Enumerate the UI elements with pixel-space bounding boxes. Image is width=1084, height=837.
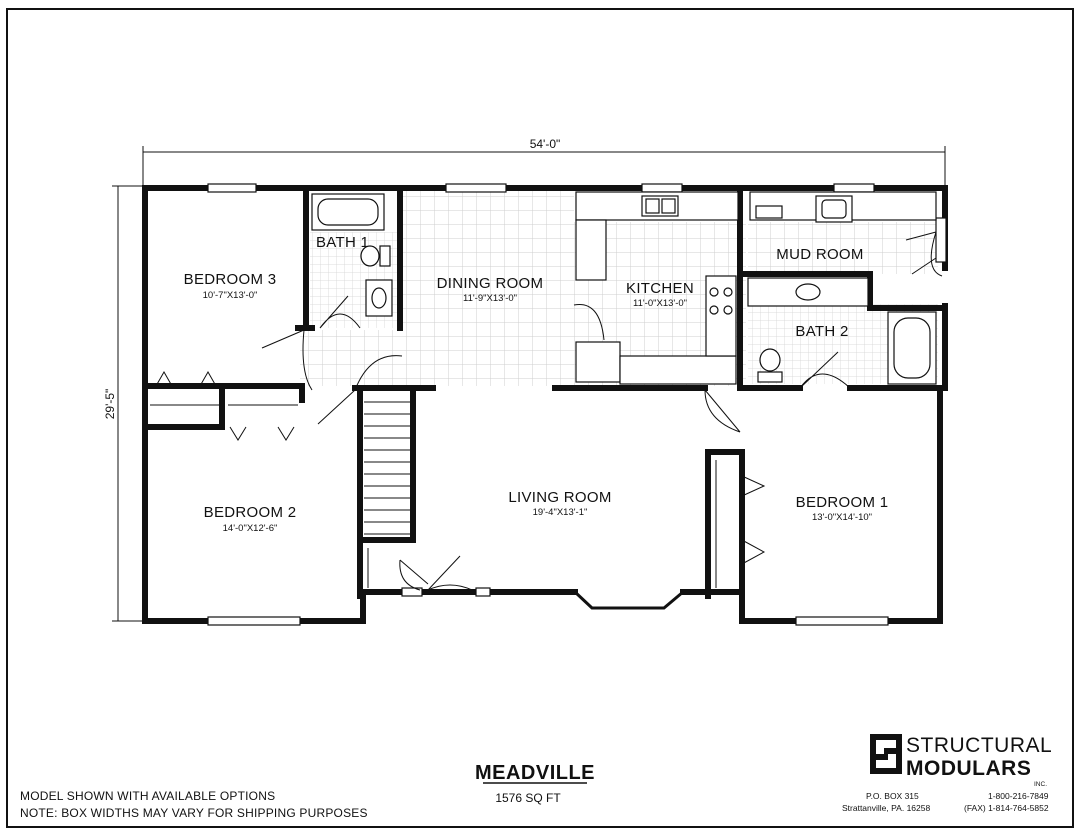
overall-depth-label: 29'-5" <box>103 389 117 420</box>
kitchen-fixtures <box>575 191 739 385</box>
mud-fixtures <box>749 191 937 223</box>
company-address-line2: Strattanville, PA. 16258 <box>842 803 930 813</box>
company-phone: 1-800-216-7849 <box>988 791 1049 801</box>
door-swings <box>261 231 943 591</box>
bath1-fixtures <box>311 193 393 317</box>
company-fax: (FAX) 1-814-764-5852 <box>964 803 1049 813</box>
company-name-line1: STRUCTURAL <box>906 734 1052 757</box>
windows <box>207 183 947 626</box>
company-name-line2: MODULARS <box>906 757 1031 780</box>
overall-width-label: 54'-0" <box>530 137 561 151</box>
bedroom3-label: BEDROOM 3 <box>184 271 277 288</box>
bedroom2-dims: 14'-0"X12'-6" <box>223 523 278 534</box>
bedroom3-dims: 10'-7"X13'-0" <box>203 290 258 301</box>
bath2-label: BATH 2 <box>795 323 848 340</box>
bath1-label: BATH 1 <box>316 234 369 251</box>
mud-room-label: MUD ROOM <box>776 246 863 263</box>
note-box-widths: NOTE: BOX WIDTHS MAY VARY FOR SHIPPING P… <box>20 806 368 820</box>
stairs <box>364 401 410 535</box>
note-options: MODEL SHOWN WITH AVAILABLE OPTIONS <box>20 789 275 803</box>
bedroom2-label: BEDROOM 2 <box>204 504 297 521</box>
bath2-fixtures <box>747 277 937 385</box>
dining-dims: 11'-9"X13'-0" <box>463 293 517 304</box>
company-address-line1: P.O. BOX 315 <box>866 791 919 801</box>
living-room-label: LIVING ROOM <box>508 489 611 506</box>
company-logo-mark <box>870 734 902 774</box>
depth-dimension <box>112 185 144 622</box>
square-footage: 1576 SQ FT <box>495 791 561 805</box>
dining-label: DINING ROOM <box>437 275 544 292</box>
width-dimension <box>142 146 946 186</box>
sheet-border <box>6 8 1074 828</box>
bedroom1-label: BEDROOM 1 <box>796 494 889 511</box>
closet-doors <box>150 370 766 588</box>
company-suffix: INC. <box>1034 781 1047 788</box>
kitchen-label: KITCHEN <box>626 280 694 297</box>
living-room-dims: 19'-4"X13'-1" <box>533 507 588 518</box>
kitchen-dims: 11'-0"X13'-0" <box>633 298 687 309</box>
bedroom1-dims: 13'-0"X14'-10" <box>812 512 872 523</box>
model-name: MEADVILLE <box>475 762 595 784</box>
bay-window <box>573 590 684 610</box>
